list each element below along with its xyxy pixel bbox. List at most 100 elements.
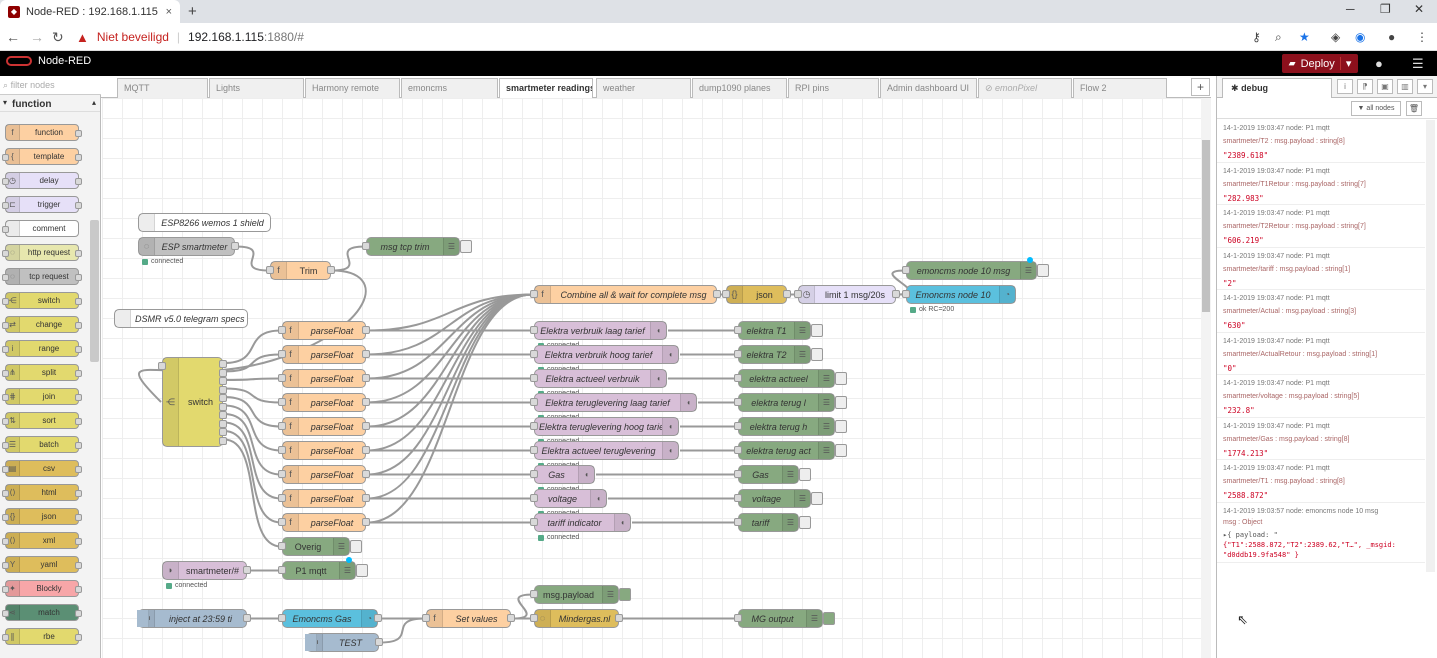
switch-output-port[interactable] — [219, 394, 227, 402]
switch-output-port[interactable] — [219, 368, 227, 377]
output-port[interactable] — [713, 290, 721, 298]
mqtt-out-node[interactable]: Elektra teruglevering laag tarief◖ — [530, 393, 697, 412]
tab-weather[interactable]: weather — [596, 78, 691, 98]
emoncms-gas-node[interactable]: Emoncms Gas◔ — [278, 609, 382, 628]
mindergas-http-node[interactable]: ◌Mindergas.nl — [530, 609, 623, 628]
reload-icon[interactable]: ↻ — [52, 29, 64, 45]
input-port[interactable] — [734, 470, 742, 478]
debug-toggle-button[interactable] — [356, 564, 368, 577]
wire[interactable] — [366, 293, 534, 356]
debug-toggle-button[interactable] — [835, 372, 847, 385]
collapse-icon[interactable]: ▴ — [91, 98, 96, 107]
input-port[interactable] — [734, 398, 742, 406]
clear-log-button[interactable]: 🗑 — [1406, 101, 1422, 116]
filter-all-nodes-button[interactable]: ▼ all nodes — [1351, 101, 1401, 116]
wire[interactable] — [235, 245, 270, 272]
input-port[interactable] — [266, 266, 274, 274]
smartmeter-mqtt-in[interactable]: ◗smartmeter/# — [162, 561, 251, 580]
palette-node-tcp-request[interactable]: ◌tcp request — [2, 268, 82, 285]
output-port[interactable] — [374, 614, 382, 622]
debug-output-node[interactable]: Gas☰ — [734, 465, 811, 484]
config-icon[interactable]: ⁋ — [1357, 79, 1373, 94]
output-port[interactable] — [362, 446, 370, 454]
output-port[interactable] — [243, 566, 251, 574]
user-icon[interactable]: ● — [1375, 56, 1383, 71]
emoncms-node-10[interactable]: Emoncms node 10◔ — [902, 285, 1016, 304]
mqtt-out-node[interactable]: tariff indicator◖ — [530, 513, 631, 532]
input-port[interactable] — [734, 446, 742, 454]
output-port[interactable] — [507, 614, 515, 622]
wire[interactable] — [379, 617, 426, 644]
sidebar-menu-icon[interactable]: ▾ — [1417, 79, 1433, 94]
input-port[interactable] — [278, 494, 286, 502]
browser-menu-icon[interactable]: ⋮ — [1416, 30, 1428, 44]
debug-toggle-button[interactable] — [350, 540, 362, 553]
mqtt-out-node[interactable]: Gas◖ — [530, 465, 595, 484]
msg-tcp-trim-debug[interactable]: msg tcp trim☰ — [362, 237, 472, 256]
input-port[interactable] — [278, 374, 286, 382]
back-arrow-icon[interactable]: ← — [6, 29, 20, 45]
palette-node-template[interactable]: {template — [2, 148, 82, 165]
input-port[interactable] — [530, 470, 538, 478]
input-port[interactable] — [530, 518, 538, 526]
wire[interactable] — [223, 404, 282, 452]
debug-toggle-button[interactable] — [811, 324, 823, 337]
input-port[interactable] — [278, 518, 286, 526]
canvas-scrollbar-thumb[interactable] — [1202, 140, 1210, 312]
input-port[interactable] — [530, 590, 538, 598]
output-port[interactable] — [362, 494, 370, 502]
input-port[interactable] — [530, 422, 538, 430]
url-field[interactable]: ▲ Niet beveiligd | 192.168.1.115:1880/# — [76, 29, 304, 45]
input-port[interactable] — [530, 398, 538, 406]
debug-toggle-button[interactable] — [619, 588, 631, 601]
debug-toggle-button[interactable] — [835, 420, 847, 433]
input-port[interactable] — [278, 398, 286, 406]
wire[interactable] — [223, 413, 282, 476]
input-port[interactable] — [278, 566, 286, 574]
add-flow-button[interactable]: + — [1191, 78, 1210, 96]
output-port[interactable] — [362, 326, 370, 334]
output-port[interactable] — [362, 350, 370, 358]
input-port[interactable] — [902, 266, 910, 274]
palette-node-delay[interactable]: ◷delay — [2, 172, 82, 189]
wire[interactable] — [223, 353, 282, 373]
input-port[interactable] — [278, 542, 286, 550]
wire[interactable] — [366, 293, 534, 380]
debug-toggle-button[interactable] — [835, 444, 847, 457]
output-port[interactable] — [375, 638, 383, 646]
comment-dsmr[interactable]: DSMR v5.0 telegram specs — [114, 309, 248, 328]
debug-output-node[interactable]: elektra actueel☰ — [734, 369, 847, 388]
canvas-scrollbar[interactable] — [1201, 98, 1211, 658]
test-inject-node[interactable]: ⇥TEST — [305, 633, 383, 652]
palette-node-html[interactable]: ⟨⟩html — [2, 484, 82, 501]
palette-node-match[interactable]: ⋖match — [2, 604, 82, 621]
deploy-button[interactable]: ▰ Deploy ▾ — [1282, 54, 1358, 73]
inject-2359-node[interactable]: ⇥inject at 23:59 ti — [137, 609, 251, 628]
input-port[interactable] — [530, 494, 538, 502]
palette-node-json[interactable]: {}json — [2, 508, 82, 525]
mg-output-debug[interactable]: MG output☰ — [734, 609, 835, 628]
msg-payload-debug[interactable]: msg.payload☰ — [530, 585, 631, 604]
emoncms-msg-debug[interactable]: emoncms node 10 msg☰ — [902, 257, 1049, 280]
input-port[interactable] — [722, 290, 730, 298]
input-port[interactable] — [530, 350, 538, 358]
maximize-button[interactable]: ❐ — [1380, 2, 1391, 16]
debug-toggle-button[interactable] — [823, 612, 835, 625]
tab-flow-2[interactable]: Flow 2 — [1073, 78, 1167, 98]
input-port[interactable] — [794, 290, 802, 298]
palette-category-function[interactable]: ▾ function ▴ — [0, 97, 100, 112]
comment-esp[interactable]: ESP8266 wemos 1 shield — [138, 213, 271, 232]
output-port[interactable] — [362, 374, 370, 382]
debug-scrollbar[interactable] — [1426, 120, 1435, 572]
message-object-line[interactable]: ▸{ payload: " — [1223, 530, 1278, 539]
